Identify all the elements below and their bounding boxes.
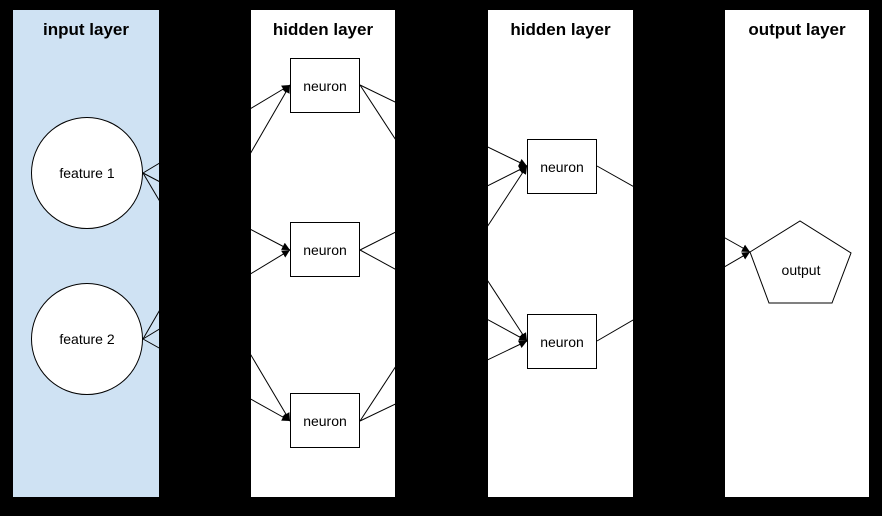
panel-input-layer-title: input layer — [43, 20, 129, 39]
node-hidden1-neuron-1-label: neuron — [303, 77, 347, 94]
node-hidden1-neuron-2: neuron — [290, 222, 360, 277]
node-hidden2-neuron-2-label: neuron — [540, 333, 584, 350]
node-hidden1-neuron-3: neuron — [290, 393, 360, 448]
panel-hidden-layer-1-title: hidden layer — [272, 20, 374, 39]
node-hidden2-neuron-2: neuron — [527, 314, 597, 369]
panel-input-layer: input layer — [13, 10, 159, 497]
node-output-label: output — [781, 262, 821, 278]
panel-hidden-layer-2-title: hidden layer — [510, 20, 611, 39]
panel-output-layer-title: output layer — [748, 20, 846, 39]
node-hidden1-neuron-1: neuron — [290, 58, 360, 113]
node-hidden1-neuron-2-label: neuron — [303, 241, 347, 258]
node-hidden2-neuron-1-label: neuron — [540, 158, 584, 175]
node-feature-1: feature 1 — [31, 117, 143, 229]
node-feature-2: feature 2 — [31, 283, 143, 395]
node-feature-2-label: feature 2 — [59, 331, 115, 347]
node-hidden2-neuron-1: neuron — [527, 139, 597, 194]
node-feature-1-label: feature 1 — [59, 165, 115, 181]
node-hidden1-neuron-3-label: neuron — [303, 412, 347, 429]
panel-hidden-layer-2: hidden layer — [488, 10, 633, 497]
